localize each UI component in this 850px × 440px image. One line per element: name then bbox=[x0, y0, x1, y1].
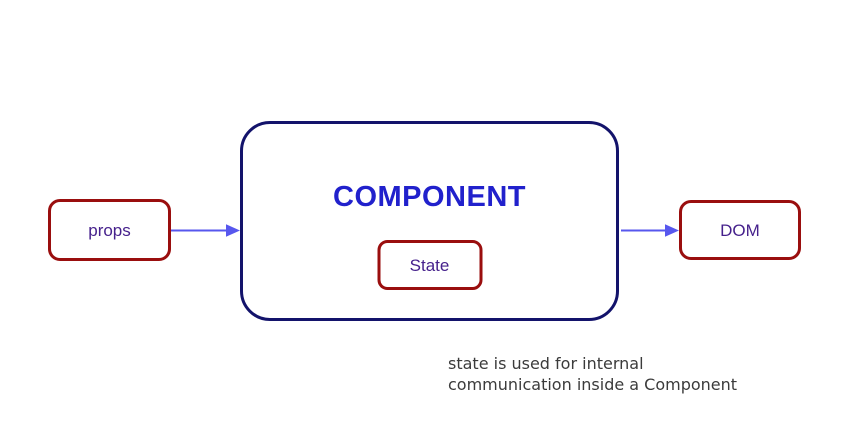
caption-line-1: state is used for internal bbox=[448, 354, 644, 373]
component-to-dom-arrow bbox=[621, 224, 679, 237]
props-box: props bbox=[48, 199, 171, 261]
component-box: COMPONENT State bbox=[240, 121, 619, 321]
props-to-component-arrow bbox=[171, 224, 240, 237]
caption: state is used for internal communication… bbox=[448, 353, 737, 395]
state-label: State bbox=[409, 255, 450, 275]
dom-box: DOM bbox=[679, 200, 801, 260]
state-box: State bbox=[377, 240, 482, 290]
props-label: props bbox=[88, 220, 131, 240]
caption-line-2: communication inside a Component bbox=[448, 375, 738, 394]
dom-label: DOM bbox=[720, 220, 760, 240]
component-title: COMPONENT bbox=[333, 181, 526, 213]
